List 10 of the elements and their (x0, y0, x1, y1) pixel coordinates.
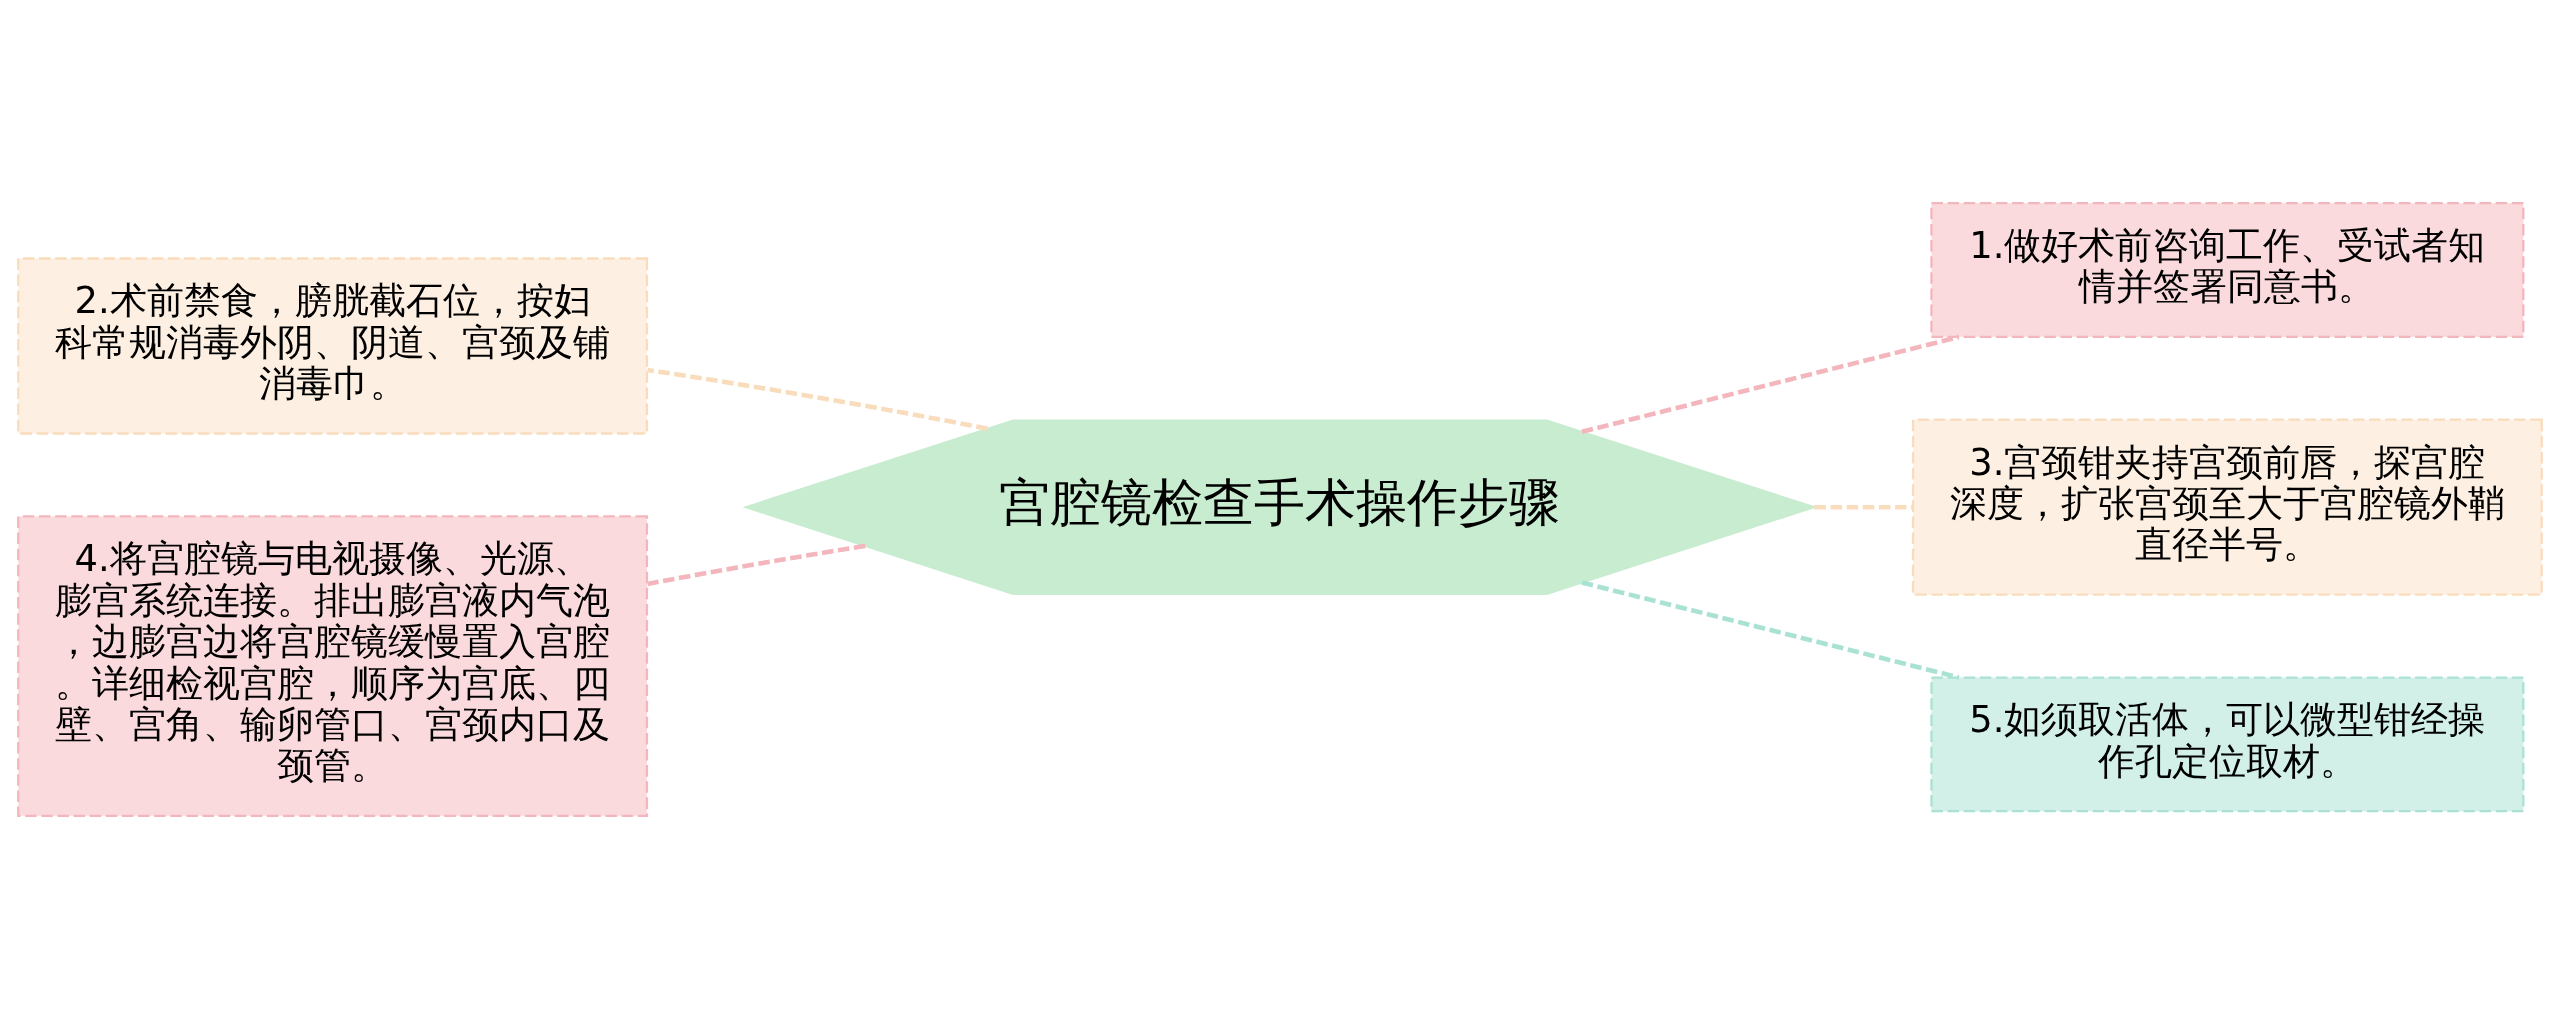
node-box: 4.将宫腔镜与电视摄像、光源、膨宫系统连接。排出膨宫液内气泡，边膨宫边将宫腔镜缓慢置入宫腔。详细检视宫腔，顺序为宫底、四壁、宫角、输卵管口、宫颈内口及颈管。 (17, 514, 649, 817)
node-box: 5.如须取活体，可以微型钳经操作孔定位取材。 (1930, 675, 2525, 812)
node-box: 1.做好术前咨询工作、受试者知情并签署同意书。 (1930, 201, 2525, 338)
connector (1581, 579, 1960, 680)
connector (1814, 504, 1913, 509)
connector (647, 543, 866, 586)
connector (1581, 334, 1960, 434)
connector (647, 367, 988, 431)
node-box: 3.宫颈钳夹持宫颈前唇，探宫腔深度，扩张宫颈至大于宫腔镜外鞘直径半号。 (1911, 418, 2543, 596)
node-box: 2.术前禁食，膀胱截石位，按妇科常规消毒外阴、阴道、宫颈及铺消毒巾。 (17, 256, 649, 435)
